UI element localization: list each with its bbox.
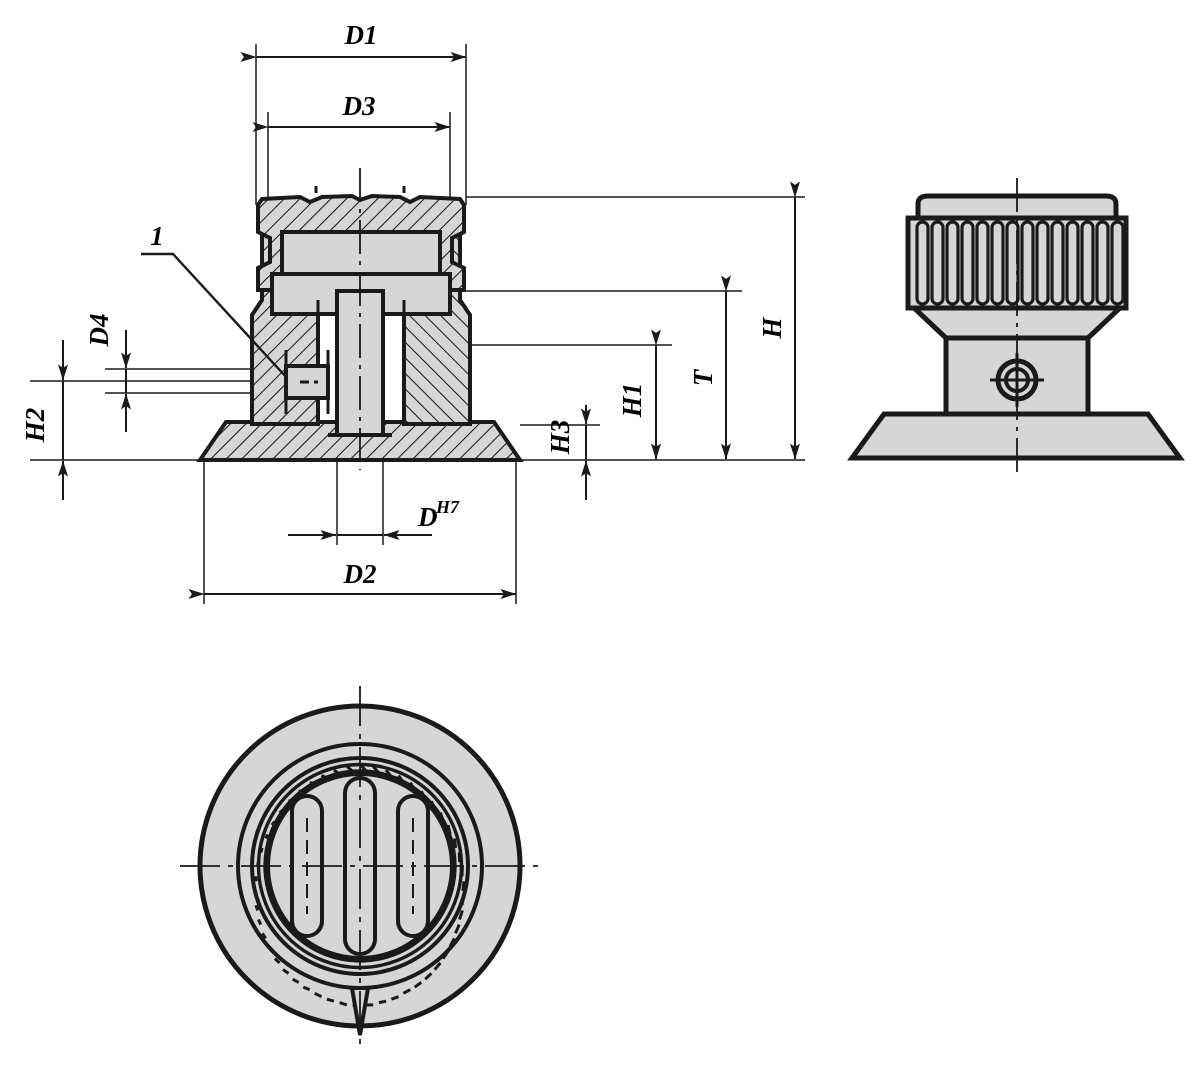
cap-cavity-upper (280, 230, 442, 276)
bore-faces (316, 300, 406, 424)
dimension-D1: D1 (240, 20, 467, 62)
dimension-H2: H2 (20, 340, 68, 500)
dimension-label-D1: D1 (344, 20, 378, 50)
callout-1-label: 1 (150, 221, 164, 251)
side-knurl-ribs (915, 220, 1125, 306)
dimension-H: H (757, 181, 800, 460)
section-view: D1 D3 H T H1 H3 (20, 20, 805, 604)
dimension-label-D4: D4 (84, 314, 114, 348)
side-view (847, 178, 1185, 478)
plan-view (180, 686, 540, 1046)
centre-shaft (335, 289, 385, 437)
dimension-H1: H1 (617, 329, 661, 460)
callout-1: 1 (141, 221, 288, 379)
dimension-label-H1: H1 (617, 383, 647, 419)
dimension-label-H2: H2 (20, 408, 50, 444)
dimension-label-H3: H3 (545, 420, 575, 456)
dimension-label-T: T (688, 368, 718, 386)
dimension-label-D: D (417, 502, 438, 532)
dimension-label-D-tolerance: H7 (435, 497, 460, 517)
dimension-label-H: H (757, 317, 787, 340)
section-part-geometry (196, 168, 524, 470)
dimension-label-D2: D2 (343, 559, 377, 589)
dimension-H3: H3 (545, 405, 591, 500)
set-screw-bore (284, 350, 330, 414)
side-base-flange (847, 411, 1185, 461)
dimension-label-D3: D3 (342, 91, 376, 121)
dimension-T: T (688, 275, 731, 460)
dimension-D-H7: D H7 (288, 497, 460, 540)
dimension-D3: D3 (252, 91, 451, 132)
callout-1-leader (141, 252, 288, 379)
dimension-D4: D4 (84, 314, 131, 432)
knurl-tick-marks (314, 186, 406, 200)
dimension-D2: D2 (188, 559, 517, 599)
